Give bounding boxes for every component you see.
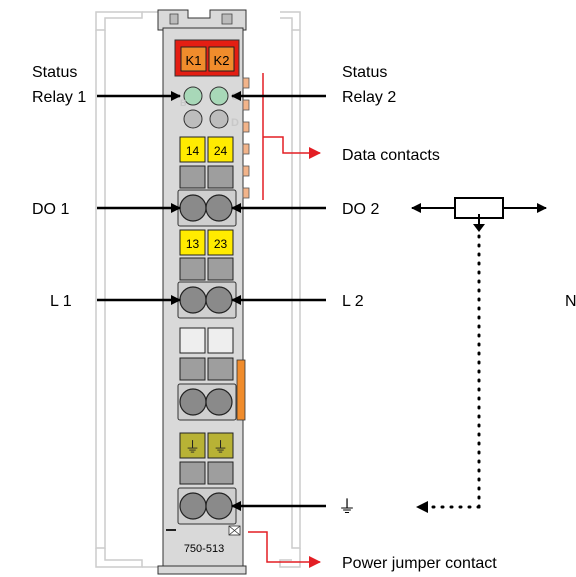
terminal-14-label: 14	[186, 144, 200, 158]
right-arrows	[231, 91, 326, 511]
left-arrows	[97, 91, 181, 305]
clamp-l2	[205, 286, 233, 314]
terminal-23-box	[207, 229, 234, 256]
label-power-jumper: Power jumper contact	[342, 555, 497, 572]
module-bottom-clip	[157, 565, 247, 575]
clamp-ground-1	[179, 492, 207, 520]
clamp-ground-2	[205, 492, 233, 520]
terminal-14-box	[179, 136, 206, 163]
label-do1: DO 1	[32, 201, 69, 218]
label-l1: L 1	[50, 293, 72, 310]
label-l2: L 2	[342, 293, 364, 310]
label-n: N	[565, 293, 576, 310]
label-do2: DO 2	[342, 201, 379, 218]
clamp-l1	[179, 286, 207, 314]
power-jumper-arrow	[248, 531, 321, 568]
ground-terminal-1-symbol: ⏚	[185, 439, 200, 456]
terminal-24-label: 24	[214, 144, 228, 158]
terminal-24-box	[207, 136, 234, 163]
label-status-relay-2-line2: Relay 2	[342, 89, 396, 106]
status-led-3	[183, 109, 203, 129]
relay-k1-box	[180, 46, 207, 72]
status-led-1	[183, 86, 203, 106]
data-contacts-indicator	[262, 73, 321, 200]
relay-k2-box	[208, 46, 235, 72]
relay-k1-label: K1	[186, 53, 202, 68]
side-contacts	[242, 77, 250, 199]
label-status-relay-2-line1: Status	[342, 64, 387, 81]
diagram-labels: Status Relay 1 Status Relay 2 Data conta…	[32, 64, 576, 572]
terminal-13-label: 13	[186, 237, 200, 251]
led-letter-d: D	[231, 117, 239, 129]
led-letter-b: B	[180, 98, 187, 108]
ground-terminal-1-box	[179, 432, 206, 459]
power-jumper-tab	[236, 359, 246, 421]
label-ground: ⏚	[338, 497, 356, 517]
ground-terminal-2-symbol: ⏚	[213, 439, 228, 456]
terminal-23-label: 23	[214, 237, 228, 251]
status-led-4	[209, 109, 229, 129]
label-data-contacts: Data contacts	[342, 147, 440, 164]
io-module: K1 K2 B C D 14 24 13 23	[157, 9, 250, 575]
mounting-frame	[95, 11, 301, 568]
clamp-do2	[205, 194, 233, 222]
relay-k2-label: K2	[214, 53, 230, 68]
terminal-13-box	[179, 229, 206, 256]
ground-terminal-2-box	[207, 432, 234, 459]
part-number: 750-513	[184, 543, 224, 555]
label-status-relay-1-line1: Status	[32, 64, 77, 81]
label-status-relay-1-line2: Relay 1	[32, 89, 86, 106]
load-circuit	[411, 197, 547, 513]
clamp-do1	[179, 194, 207, 222]
status-led-2	[209, 86, 229, 106]
